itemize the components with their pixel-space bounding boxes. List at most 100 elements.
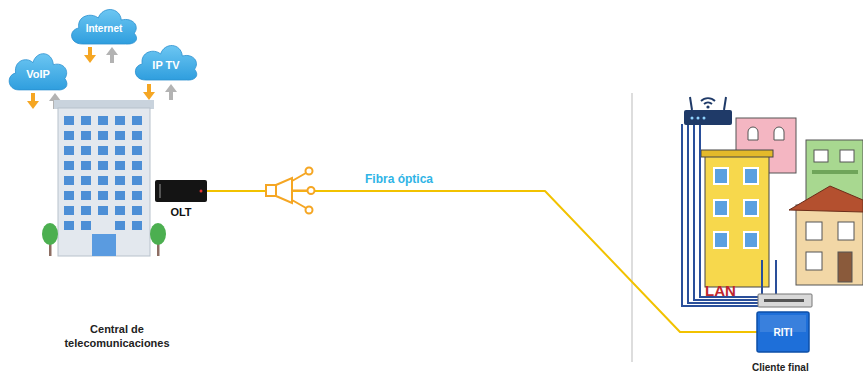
house-roof <box>789 186 863 212</box>
cloud-service: Internet <box>68 6 140 46</box>
building-window <box>115 191 125 200</box>
client-label: Cliente final <box>752 362 809 373</box>
lan-cable <box>700 124 758 297</box>
building-window <box>132 146 142 155</box>
building-window <box>64 146 74 155</box>
window <box>838 222 854 240</box>
window <box>744 200 758 216</box>
building-window <box>98 176 108 185</box>
building-window <box>132 131 142 140</box>
building-window <box>81 161 91 170</box>
router-light <box>691 117 694 120</box>
building-window <box>115 131 125 140</box>
splitter-symbol <box>266 185 276 196</box>
building-window <box>98 146 108 155</box>
building-window <box>132 221 142 230</box>
switch-ports <box>764 299 804 302</box>
lan-cable <box>694 124 758 300</box>
cloud-service: VoIP <box>6 50 70 92</box>
node-text: Central de telecomunicaciones <box>58 322 176 351</box>
window <box>840 150 854 162</box>
building-window <box>132 206 142 215</box>
building-window <box>81 221 91 230</box>
splitter-symbol <box>292 173 307 208</box>
window <box>714 168 728 184</box>
building-window <box>81 146 91 155</box>
router <box>684 110 732 125</box>
riti-box: RITI <box>757 312 809 352</box>
tree <box>42 223 58 245</box>
downstream-arrow <box>143 84 155 100</box>
fiber-connector <box>207 191 757 332</box>
splitter-port <box>308 187 315 194</box>
cloud-service: IP TV <box>132 42 200 82</box>
olt-device: OLT <box>152 178 210 222</box>
building-window <box>81 176 91 185</box>
building-window <box>64 161 74 170</box>
building-body <box>58 108 150 256</box>
lan-cable <box>761 260 763 295</box>
window <box>806 252 822 270</box>
splitter-symbol <box>276 178 292 203</box>
building-window <box>81 206 91 215</box>
lan-cable <box>775 260 777 295</box>
building-window <box>115 116 125 125</box>
olt-panel <box>159 184 161 198</box>
building-window <box>64 116 74 125</box>
building-window <box>115 146 125 155</box>
network-switch <box>758 294 812 307</box>
window <box>714 232 728 248</box>
building-window <box>81 116 91 125</box>
building-window <box>64 206 74 215</box>
lan-cable <box>688 124 758 303</box>
building-window <box>115 176 125 185</box>
building-window <box>115 221 125 230</box>
upstream-arrow <box>165 84 177 100</box>
node-text: RITI <box>757 312 809 352</box>
building-window <box>115 161 125 170</box>
building-window <box>98 131 108 140</box>
router-light <box>703 117 706 120</box>
router-antenna <box>690 97 692 110</box>
door <box>838 252 852 282</box>
splitter-port <box>306 168 313 175</box>
building-window <box>64 221 74 230</box>
lan-label: LAN <box>705 282 736 299</box>
lan-cable <box>682 124 758 306</box>
node-text: VoIP <box>6 50 70 92</box>
central-office-building: Central de telecomunicaciones <box>40 96 190 358</box>
window <box>744 168 758 184</box>
downstream-arrow <box>27 93 39 109</box>
router-antenna <box>724 97 726 110</box>
node-text: OLT <box>152 206 210 218</box>
building-window <box>98 206 108 215</box>
building-window <box>98 116 108 125</box>
downstream-arrow <box>84 47 96 63</box>
building-window <box>98 161 108 170</box>
window <box>814 150 828 162</box>
olt-led <box>200 190 203 193</box>
yellow-building <box>705 155 769 287</box>
building-window <box>81 191 91 200</box>
edge-label: Fibra óptica <box>365 172 433 186</box>
building-window <box>98 191 108 200</box>
riti-box-shape <box>757 312 809 352</box>
wifi-symbol <box>701 98 715 104</box>
building-window <box>132 176 142 185</box>
building-window <box>132 161 142 170</box>
building-window <box>132 191 142 200</box>
building-window <box>81 131 91 140</box>
tree <box>150 223 166 245</box>
central-office-building-shape <box>40 96 190 358</box>
window <box>806 222 822 240</box>
window <box>714 200 728 216</box>
wifi-symbol <box>706 105 709 108</box>
window <box>744 232 758 248</box>
building-window <box>64 176 74 185</box>
upstream-arrow <box>106 47 118 63</box>
building-window <box>115 206 125 215</box>
arched-window <box>748 127 784 140</box>
building-door <box>92 234 116 256</box>
roof-ledge <box>701 150 773 157</box>
